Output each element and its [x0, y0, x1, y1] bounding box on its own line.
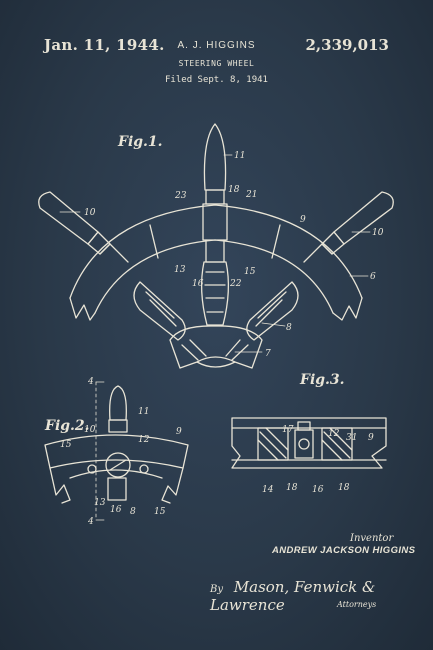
signature-text: Mason, Fenwick & Lawrence	[210, 578, 376, 614]
ref-number: 12	[138, 435, 150, 445]
attorneys-signature: By Mason, Fenwick & Lawrence	[210, 578, 433, 614]
ref-number: 10	[84, 425, 96, 435]
ref-number: 10	[84, 208, 96, 218]
ref-number: 4	[87, 377, 94, 387]
ref-number: 13	[94, 498, 106, 508]
ref-number: 16	[312, 485, 324, 495]
ref-number: 8	[286, 323, 292, 333]
ref-number: 21	[245, 190, 257, 200]
ref-number: 13	[174, 265, 186, 275]
patent-title: STEERING WHEEL	[178, 59, 255, 68]
attorneys-caption: Attorneys	[337, 600, 377, 609]
filed-date: Filed Sept. 8, 1941	[165, 75, 268, 85]
ref-number: 15	[244, 267, 256, 277]
ref-number: 18	[338, 483, 350, 493]
patent-number: 2,339,013	[305, 36, 389, 54]
ref-number: 11	[234, 151, 245, 161]
fig1-right-handle	[303, 191, 394, 263]
ref-number: 15	[154, 507, 166, 517]
fig3-section	[231, 417, 387, 469]
ref-number: 15	[60, 440, 72, 450]
ref-number: 22	[229, 279, 242, 289]
fig1-hub	[169, 325, 263, 369]
inventor-caption: Inventor	[350, 533, 394, 544]
fig1-leaders	[59, 154, 371, 353]
fig3-label: Fig.3.	[300, 372, 345, 388]
ref-number: 12	[328, 429, 340, 439]
fig1-top-handle	[200, 123, 230, 326]
ref-number: 8	[130, 507, 136, 517]
ref-number: 11	[138, 407, 149, 417]
by-word: By	[210, 584, 223, 595]
fig3-ref-numbers: 17 12 31 9 14 18 16 18	[262, 425, 374, 495]
ref-number: 10	[372, 228, 384, 238]
fig1-lower-spokes	[133, 281, 299, 341]
inventor-header: A. J. HIGGINS	[177, 40, 256, 51]
fig2-section	[44, 381, 189, 521]
patent-date: Jan. 11, 1944.	[44, 36, 165, 54]
fig2-ref-numbers: 4 11 12 10 15 9 13 16 15 8 4	[60, 377, 182, 527]
inventor-name: ANDREW JACKSON HIGGINS	[272, 545, 416, 556]
ref-number: 18	[286, 483, 298, 493]
ref-number: 16	[192, 279, 204, 289]
ref-number: 7	[265, 349, 271, 359]
ref-number: 23	[174, 191, 187, 201]
ref-number: 18	[228, 185, 240, 195]
ref-number: 4	[87, 517, 94, 527]
ref-number: 31	[346, 433, 357, 443]
fig2-label: Fig.2.	[45, 418, 90, 434]
ref-number: 17	[282, 425, 294, 435]
fig1-label: Fig.1.	[118, 134, 163, 150]
fig1-left-handle	[38, 191, 129, 263]
ref-number: 14	[262, 485, 274, 495]
ref-number: 9	[368, 433, 374, 443]
ref-number: 9	[300, 215, 306, 225]
fig1-ref-numbers: 11 18 21 23 10 10 9 6 13 16 22 15 8 7	[84, 151, 384, 359]
ref-number: 16	[110, 505, 122, 515]
ref-number: 9	[176, 427, 182, 437]
ref-number: 6	[370, 272, 376, 282]
